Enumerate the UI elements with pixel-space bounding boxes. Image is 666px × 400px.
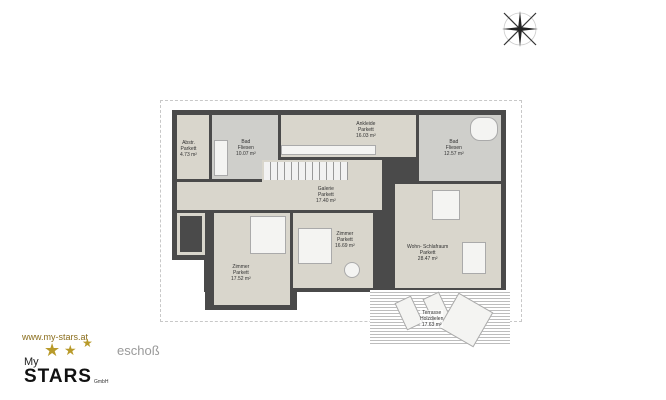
corner-bathtub <box>470 117 498 141</box>
bed-middle <box>298 228 332 264</box>
my-stars-logo: www.my-stars.at ★ ★ ★ My STARS GmbH <box>22 332 122 392</box>
star-icon: ★ <box>82 336 93 350</box>
logo-stars: STARS <box>24 366 92 387</box>
desk <box>462 242 486 274</box>
logo-my: My <box>24 356 39 368</box>
staircase <box>264 162 348 180</box>
bed-master <box>432 190 460 220</box>
round-table <box>344 262 360 278</box>
floor-label: eschoß <box>117 343 160 358</box>
room-galerie <box>177 182 382 210</box>
compass-rose-icon <box>502 11 538 47</box>
star-icon: ★ <box>44 340 61 360</box>
bed-left <box>250 216 286 254</box>
bathtub <box>214 140 228 176</box>
wardrobe <box>281 145 376 155</box>
logo-url: www.my-stars.at <box>22 332 89 342</box>
property-outline <box>160 100 522 322</box>
logo-gmbh: GmbH <box>94 379 109 385</box>
room-abstr <box>177 115 209 179</box>
star-icon: ★ <box>64 342 77 358</box>
chimney <box>180 216 202 252</box>
